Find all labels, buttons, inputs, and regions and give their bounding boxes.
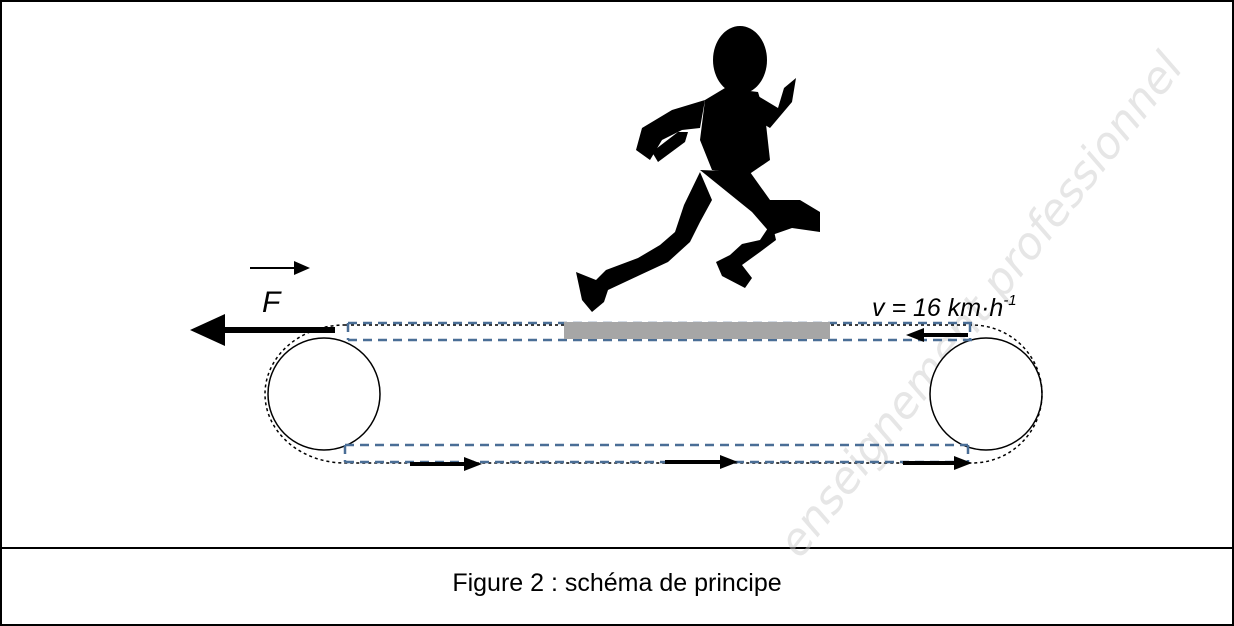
lower-belt-arrow-3 <box>903 456 972 470</box>
speed-exponent: -1 <box>1003 292 1016 309</box>
force-label: F <box>250 261 310 319</box>
figure-caption: Figure 2 : schéma de principe <box>452 569 782 597</box>
runner-silhouette-icon <box>576 26 820 312</box>
speed-text: v = 16 km·h <box>872 294 1003 322</box>
belt-platform <box>564 322 830 339</box>
upper-belt-arrow <box>906 328 968 342</box>
lower-belt <box>343 443 970 464</box>
lower-belt-arrow-1 <box>410 457 482 471</box>
svg-text:v = 16 km·h-1: v = 16 km·h-1 <box>872 292 1017 322</box>
speed-label: v = 16 km·h-1 <box>872 292 1017 322</box>
force-symbol: F <box>262 286 282 319</box>
left-roller <box>267 337 381 451</box>
upper-belt <box>346 321 972 342</box>
lower-belt-arrow-2 <box>665 455 738 469</box>
right-roller <box>929 337 1043 451</box>
